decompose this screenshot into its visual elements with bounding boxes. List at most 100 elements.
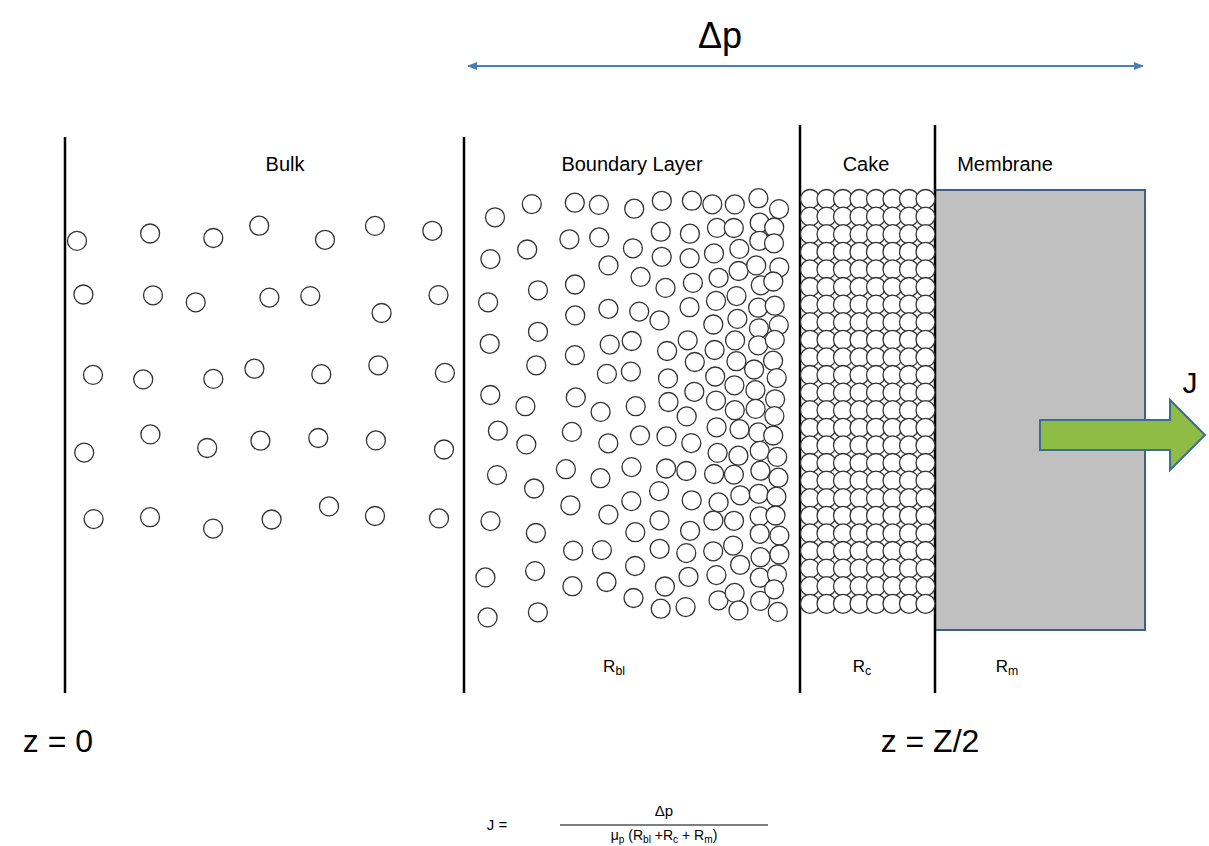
particle — [621, 362, 640, 381]
particle — [141, 508, 160, 527]
particle — [566, 275, 585, 294]
membrane-region: MembraneRm — [935, 140, 1145, 695]
particle — [750, 441, 769, 460]
particle — [250, 216, 269, 235]
particle — [84, 365, 103, 384]
particle — [600, 335, 619, 354]
particle — [516, 397, 535, 416]
particle — [658, 342, 677, 361]
region-title: Bulk — [266, 153, 305, 175]
particle — [916, 278, 935, 297]
particle — [626, 557, 645, 576]
particle — [597, 364, 616, 383]
particle — [916, 489, 935, 508]
particle — [560, 230, 579, 249]
particle — [916, 348, 935, 367]
particle — [766, 390, 785, 409]
particle — [749, 484, 768, 503]
particle — [706, 367, 725, 386]
particle — [488, 466, 507, 485]
particle — [727, 287, 746, 306]
particle — [681, 521, 700, 540]
particle — [592, 541, 611, 560]
particle — [566, 388, 585, 407]
particle — [727, 352, 746, 371]
particle — [916, 401, 935, 420]
particle — [916, 418, 935, 437]
particle — [366, 431, 385, 450]
particle — [204, 229, 223, 248]
particle — [724, 536, 743, 555]
particle — [725, 195, 744, 214]
particle — [204, 519, 223, 538]
particle — [68, 231, 87, 250]
particle — [724, 465, 743, 484]
particle — [84, 510, 103, 529]
particle — [429, 286, 448, 305]
particle — [651, 599, 670, 618]
particle — [526, 524, 545, 543]
particle — [597, 573, 616, 592]
particle — [682, 434, 701, 453]
particle — [764, 351, 783, 370]
particle — [486, 208, 505, 227]
region-title: Cake — [843, 153, 890, 175]
particle — [650, 482, 669, 501]
equation-text: J = — [487, 817, 507, 834]
resistance-label: Rbl — [603, 658, 625, 679]
particle — [916, 242, 935, 261]
subscript: bl — [615, 664, 625, 678]
particle — [631, 426, 650, 445]
subscript: c — [865, 664, 871, 678]
particle — [589, 195, 608, 214]
particle — [556, 460, 575, 479]
particle — [204, 369, 223, 388]
fraction-bar — [560, 825, 768, 826]
particle — [708, 443, 727, 462]
particle — [481, 386, 500, 405]
particle — [767, 487, 786, 506]
particle — [599, 256, 618, 275]
particle — [766, 506, 785, 525]
particle — [704, 542, 723, 561]
particle — [916, 594, 935, 613]
particle — [709, 493, 728, 512]
particle — [916, 207, 935, 226]
particle — [651, 222, 670, 241]
particle — [372, 304, 391, 323]
flux-arrow — [1040, 400, 1205, 470]
particle — [599, 434, 618, 453]
particle — [916, 225, 935, 244]
particle — [479, 293, 498, 312]
particle — [916, 454, 935, 473]
particle — [916, 330, 935, 349]
particle — [725, 376, 744, 395]
particle — [623, 239, 642, 258]
particle — [565, 346, 584, 365]
subscript: p — [619, 833, 625, 844]
particle — [626, 523, 645, 542]
particle — [430, 509, 449, 528]
particle — [676, 598, 695, 617]
particle — [683, 273, 702, 292]
particle — [528, 603, 547, 622]
particle — [481, 250, 500, 269]
particles — [68, 189, 936, 627]
particle — [731, 555, 750, 574]
particle — [488, 421, 507, 440]
particle — [655, 577, 674, 596]
particle — [630, 302, 649, 321]
particle — [916, 260, 935, 279]
particle — [677, 544, 696, 563]
particle — [724, 219, 743, 238]
particle — [916, 436, 935, 455]
particle — [916, 577, 935, 596]
particle — [526, 562, 545, 581]
bulk-region: Bulk — [65, 140, 464, 695]
particle — [141, 224, 160, 243]
particle — [141, 425, 160, 444]
particle — [705, 341, 724, 360]
position-label: z = 0 — [23, 724, 93, 759]
particle — [708, 218, 727, 237]
